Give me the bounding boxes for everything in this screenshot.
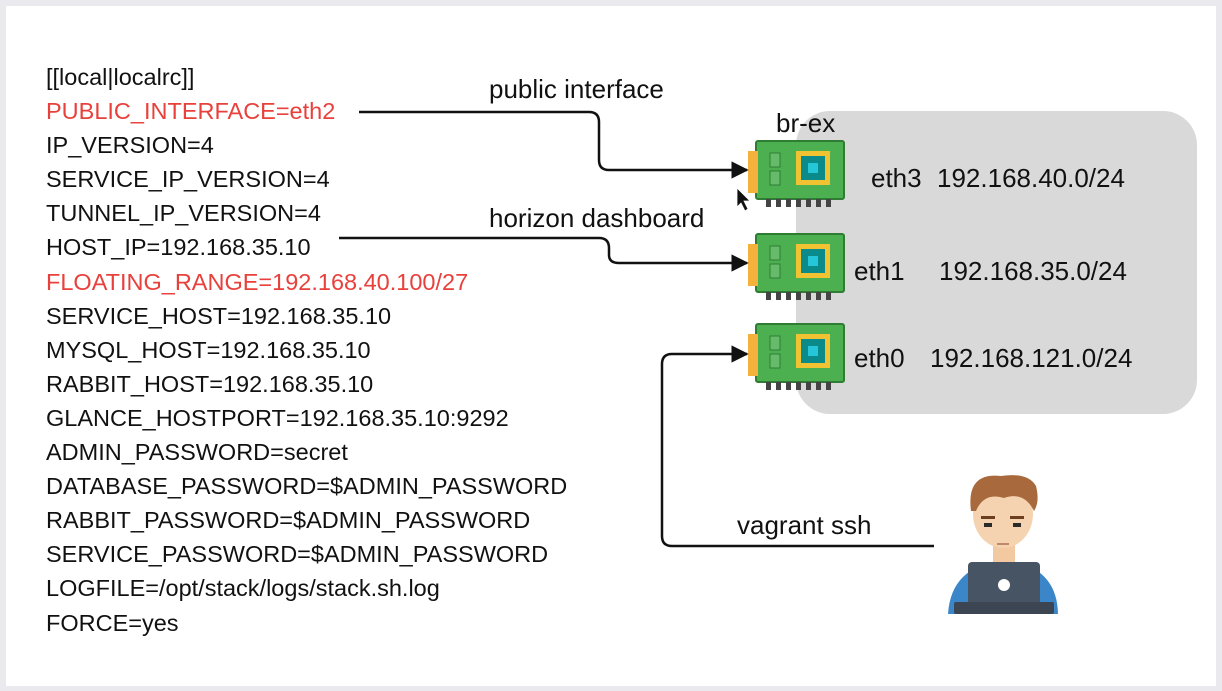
network-card-icon xyxy=(747,233,845,301)
config-line: HOST_IP=192.168.35.10 xyxy=(46,234,311,261)
eth0-network: 192.168.121.0/24 xyxy=(930,343,1133,373)
config-line: SERVICE_HOST=192.168.35.10 xyxy=(46,302,392,329)
config-line: MYSQL_HOST=192.168.35.10 xyxy=(46,336,371,363)
config-line: FLOATING_RANGE=192.168.40.100/27 xyxy=(46,268,469,295)
network-card-icon xyxy=(747,323,845,391)
eth3-name: eth3 xyxy=(871,163,922,193)
br-ex-bridge-box xyxy=(796,111,1197,414)
network-card-icon xyxy=(747,140,845,208)
config-line: LOGFILE=/opt/stack/logs/stack.sh.log xyxy=(46,575,440,602)
user-with-laptop-icon xyxy=(948,475,1058,614)
config-line: FORCE=yes xyxy=(46,609,179,636)
bridge-label: br-ex xyxy=(776,108,836,138)
config-line: SERVICE_IP_VERSION=4 xyxy=(46,166,330,193)
config-line: TUNNEL_IP_VERSION=4 xyxy=(46,200,321,227)
public-interface-connector xyxy=(359,110,749,179)
config-line: GLANCE_HOSTPORT=192.168.35.10:9292 xyxy=(46,404,509,431)
config-line: IP_VERSION=4 xyxy=(46,132,214,159)
config-line: [[local|localrc]] xyxy=(46,64,195,90)
config-line: SERVICE_PASSWORD=$ADMIN_PASSWORD xyxy=(46,541,549,568)
diagram-graphics xyxy=(339,110,1058,614)
horizon-dashboard-label: horizon dashboard xyxy=(489,203,705,233)
eth1-name: eth1 xyxy=(854,256,905,286)
eth0-name: eth0 xyxy=(854,343,905,373)
vagrant-ssh-label: vagrant ssh xyxy=(737,510,872,540)
config-line: PUBLIC_INTERFACE=eth2 xyxy=(46,98,336,125)
public-interface-label: public interface xyxy=(489,74,664,104)
vagrant-ssh-connector xyxy=(660,345,934,548)
config-line: RABBIT_PASSWORD=$ADMIN_PASSWORD xyxy=(46,507,531,534)
eth1-network: 192.168.35.0/24 xyxy=(939,256,1127,286)
eth3-network: 192.168.40.0/24 xyxy=(937,163,1125,193)
config-line: ADMIN_PASSWORD=secret xyxy=(46,439,348,466)
horizon-dashboard-connector xyxy=(339,236,749,272)
mouse-cursor-icon xyxy=(736,187,751,212)
config-line: DATABASE_PASSWORD=$ADMIN_PASSWORD xyxy=(46,473,568,500)
config-line: RABBIT_HOST=192.168.35.10 xyxy=(46,370,374,397)
